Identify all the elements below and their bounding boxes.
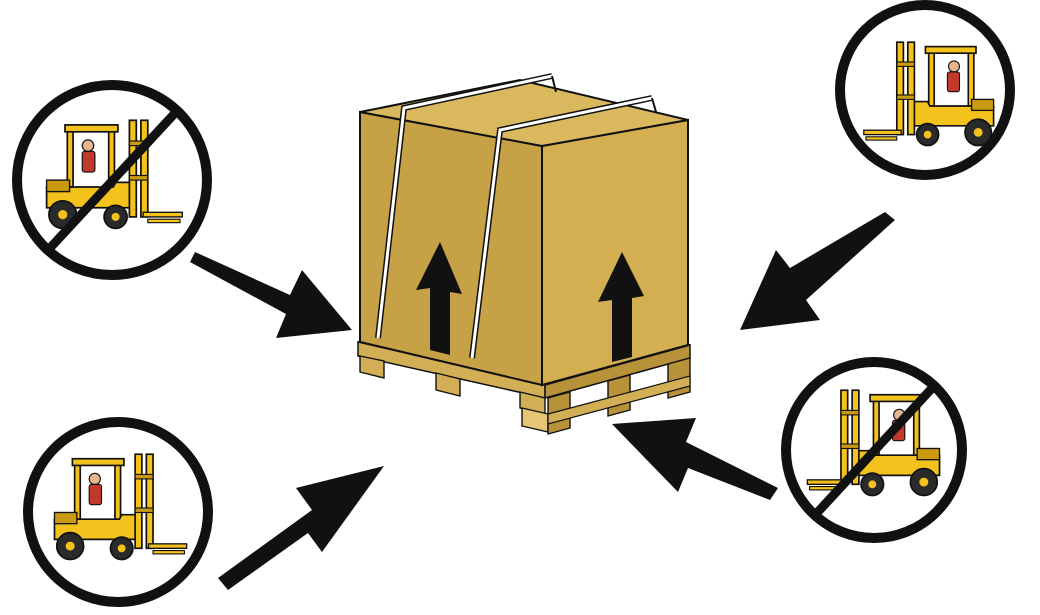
arrow-bottom-left xyxy=(218,466,384,590)
cargo-box xyxy=(359,73,689,387)
arrow-top-right xyxy=(740,212,895,330)
forklift-approach-top-left-prohibited xyxy=(12,80,212,280)
up-arrow-icon xyxy=(416,242,462,355)
forklift-approach-bottom-left-allowed xyxy=(23,417,213,607)
forklift-approach-bottom-right-prohibited xyxy=(781,357,967,543)
prohibited-slash-icon xyxy=(812,382,938,518)
arrow-top-left xyxy=(190,252,352,338)
pallet-straps xyxy=(375,73,657,359)
prohibited-slash-icon xyxy=(46,108,180,252)
up-arrow-icon xyxy=(598,252,644,362)
forklift-approach-top-right-allowed xyxy=(835,0,1015,180)
arrow-bottom-right xyxy=(612,418,778,500)
